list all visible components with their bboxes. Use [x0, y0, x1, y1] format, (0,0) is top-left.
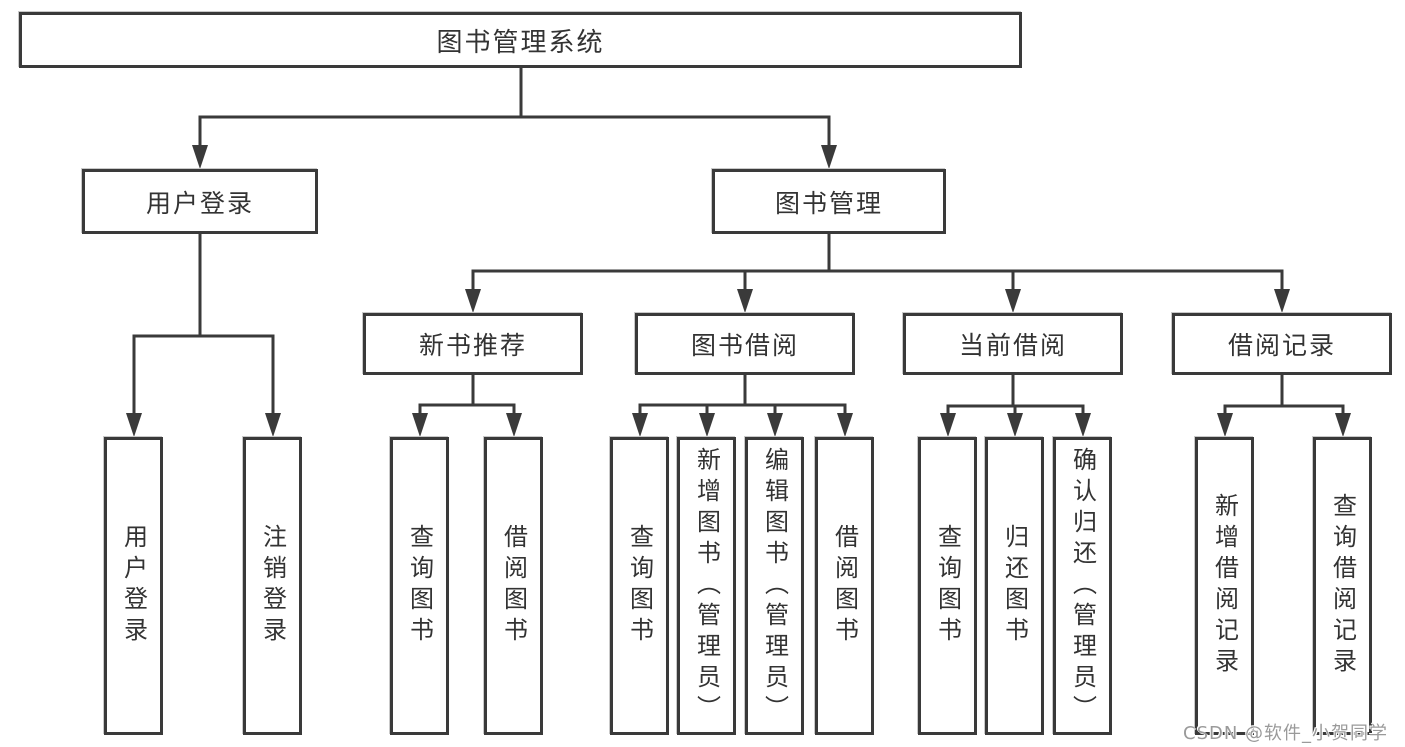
- node-label: 查询借阅记录: [1328, 493, 1357, 679]
- leaf-borrow-books: 借阅图书: [815, 437, 874, 735]
- connector-bookborrow-to-leaves: [632, 375, 853, 437]
- csdn-watermark: CSDN @软件_小贺同学: [1183, 723, 1389, 744]
- node-current-borrowing: 当前借阅: [903, 313, 1123, 375]
- node-label: 新增图书（管理员）: [692, 446, 721, 726]
- node-label: 借阅记录: [1227, 331, 1336, 360]
- node-label: 借阅图书: [830, 524, 859, 648]
- node-new-book-recommend: 新书推荐: [363, 313, 583, 375]
- node-user-login: 用户登录: [82, 169, 318, 234]
- node-label: 查询图书: [933, 524, 962, 648]
- node-label: 图书借阅: [690, 331, 799, 360]
- node-label: 图书管理系统: [436, 27, 605, 58]
- node-label: 图书管理: [774, 188, 883, 218]
- leaf-query-borrow-record: 查询借阅记录: [1313, 437, 1372, 735]
- connector-currentborrow-to-leaves: [940, 375, 1091, 437]
- leaf-edit-book-admin: 编辑图书（管理员）: [745, 437, 804, 735]
- node-label: 确认归还（管理员）: [1068, 446, 1097, 726]
- node-label: 用户登录: [145, 188, 254, 218]
- leaf-query-books-borrow: 查询图书: [610, 437, 669, 735]
- node-label: 新书推荐: [418, 331, 527, 360]
- node-label: 新增借阅记录: [1210, 493, 1239, 679]
- leaf-logout: 注销登录: [243, 437, 302, 735]
- leaf-confirm-return-admin: 确认归还（管理员）: [1053, 437, 1112, 735]
- node-borrow-records: 借阅记录: [1172, 313, 1392, 375]
- node-book-management: 图书管理: [712, 169, 946, 234]
- node-label: 查询图书: [405, 524, 434, 648]
- leaf-add-borrow-record: 新增借阅记录: [1195, 437, 1254, 735]
- leaf-user-login: 用户登录: [104, 437, 163, 735]
- node-label: 编辑图书（管理员）: [760, 446, 789, 726]
- node-label: 用户登录: [119, 524, 148, 648]
- connector-bookmgmt-to-level2: [465, 234, 1290, 313]
- leaf-borrow-books-recommend: 借阅图书: [484, 437, 543, 735]
- node-label: 注销登录: [258, 524, 287, 648]
- leaf-query-books-recommend: 查询图书: [390, 437, 449, 735]
- node-label: 查询图书: [625, 524, 654, 648]
- leaf-return-book: 归还图书: [985, 437, 1044, 735]
- node-label: 借阅图书: [499, 524, 528, 648]
- connector-root-to-level1: [192, 68, 837, 169]
- leaf-query-books-current: 查询图书: [918, 437, 977, 735]
- node-book-borrowing: 图书借阅: [635, 313, 855, 375]
- connector-records-to-leaves: [1217, 375, 1351, 437]
- connector-newbook-to-leaves: [412, 375, 522, 437]
- leaf-add-book-admin: 新增图书（管理员）: [677, 437, 736, 735]
- connector-userlogin-to-leaves: [126, 234, 281, 437]
- node-label: 归还图书: [1000, 524, 1029, 648]
- node-label: 当前借阅: [958, 331, 1067, 360]
- node-root-library-system: 图书管理系统: [19, 12, 1022, 68]
